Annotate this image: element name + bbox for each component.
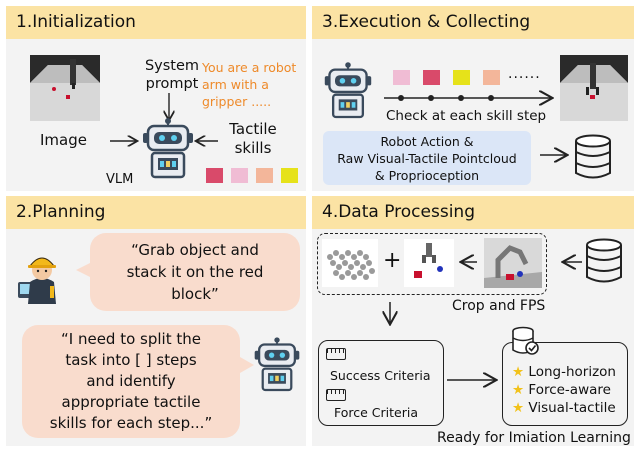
- tactile-skills-label: Tactile skills: [222, 120, 284, 158]
- check-step-label: Check at each skill step: [386, 108, 547, 124]
- collect-line-2: Raw Visual-Tactile Pointcloud: [337, 151, 517, 166]
- simulation-image: [30, 55, 100, 121]
- force-criteria-label: Force Criteria: [334, 405, 418, 420]
- database-icon-collect: [573, 134, 613, 180]
- feature-long-horizon: ★ Long-horizon: [512, 364, 616, 380]
- star-icon: ★: [512, 400, 525, 416]
- prompt-line-2: arm with a: [202, 77, 269, 92]
- step-square-2: [423, 70, 440, 85]
- step-square-3: [453, 70, 470, 85]
- dataset-features-box: [502, 342, 628, 426]
- more-steps-dots: ......: [508, 66, 541, 82]
- robot-quote-line-4: appropriate tactile: [61, 393, 201, 411]
- system-prompt-line-1: System: [144, 58, 200, 74]
- vlm-robot-icon: [140, 118, 196, 180]
- ready-label: Ready for Imiation Learning: [437, 430, 631, 446]
- panel-title-data-processing: 4.Data Processing: [312, 196, 634, 229]
- pointcloud-cropped: [404, 239, 454, 287]
- prompt-line-3: gripper .....: [202, 94, 272, 109]
- system-prompt-label: System prompt: [140, 57, 204, 93]
- user-bubble-tail: [76, 262, 92, 278]
- collect-line-1: Robot Action &: [380, 134, 474, 149]
- plus-sign: +: [383, 248, 402, 273]
- database-icon-source: [584, 238, 624, 284]
- user-quote-line-1: “Grab object and: [131, 241, 259, 259]
- crop-fps-label: Crop and FPS: [452, 298, 546, 314]
- dataset-check-icon: [511, 326, 539, 356]
- vlm-label: VLM: [106, 172, 134, 187]
- step-square-1: [393, 70, 410, 85]
- collected-data-box: Robot Action & Raw Visual-Tactile Pointc…: [323, 131, 531, 185]
- feature-label-2: Force-aware: [528, 382, 611, 398]
- star-icon: ★: [512, 382, 525, 398]
- collect-line-3: & Proprioception: [374, 168, 480, 183]
- execution-scene-image: [560, 55, 628, 121]
- prompt-line-1: You are a robot: [202, 60, 297, 75]
- robot-quote-line-5: skills for each step...”: [49, 414, 213, 432]
- user-instruction-bubble: “Grab object and stack it on the red blo…: [90, 233, 300, 311]
- system-prompt-line-2: prompt: [145, 76, 199, 92]
- success-criteria-icon: [326, 348, 346, 360]
- robot-quote-line-3: and identify: [86, 372, 176, 390]
- pointcloud-sampled: [322, 239, 378, 287]
- image-label: Image: [40, 131, 87, 149]
- system-prompt-text: You are a robot arm with a gripper .....: [202, 59, 306, 110]
- skill-square-2: [231, 168, 248, 183]
- user-quote-line-2: stack it on the red: [126, 263, 264, 281]
- skill-square-1: [206, 168, 223, 183]
- panel-title-initialization: 1.Initialization: [6, 6, 306, 39]
- planner-robot-icon: [252, 336, 302, 394]
- tactile-label-line-2: skills: [234, 139, 272, 157]
- user-quote-line-3: block”: [171, 285, 219, 303]
- star-icon: ★: [512, 364, 525, 380]
- panel-title-execution: 3.Execution & Collecting: [312, 6, 634, 39]
- feature-label-3: Visual-tactile: [528, 400, 616, 416]
- skill-square-3: [256, 168, 273, 183]
- panel-title-planning: 2.Planning: [6, 196, 306, 229]
- feature-force-aware: ★ Force-aware: [512, 382, 611, 398]
- crop-fps-dashed-box: [317, 233, 547, 295]
- skill-square-4: [281, 168, 298, 183]
- robot-quote-line-1: “I need to split the: [61, 330, 201, 348]
- robot-bubble-tail: [240, 357, 254, 373]
- success-criteria-label: Success Criteria: [330, 368, 431, 383]
- feature-label-1: Long-horizon: [528, 364, 616, 380]
- tactile-label-line-1: Tactile: [229, 120, 277, 138]
- force-criteria-icon: [326, 389, 346, 401]
- raw-pointcloud: [484, 238, 542, 288]
- robot-quote-line-2: task into [ ] steps: [65, 351, 197, 369]
- step-square-4: [483, 70, 500, 85]
- robot-response-bubble: “I need to split the task into [ ] steps…: [22, 325, 240, 438]
- feature-visual-tactile: ★ Visual-tactile: [512, 400, 616, 416]
- executor-robot-icon: [322, 62, 374, 120]
- human-worker-icon: [14, 248, 70, 304]
